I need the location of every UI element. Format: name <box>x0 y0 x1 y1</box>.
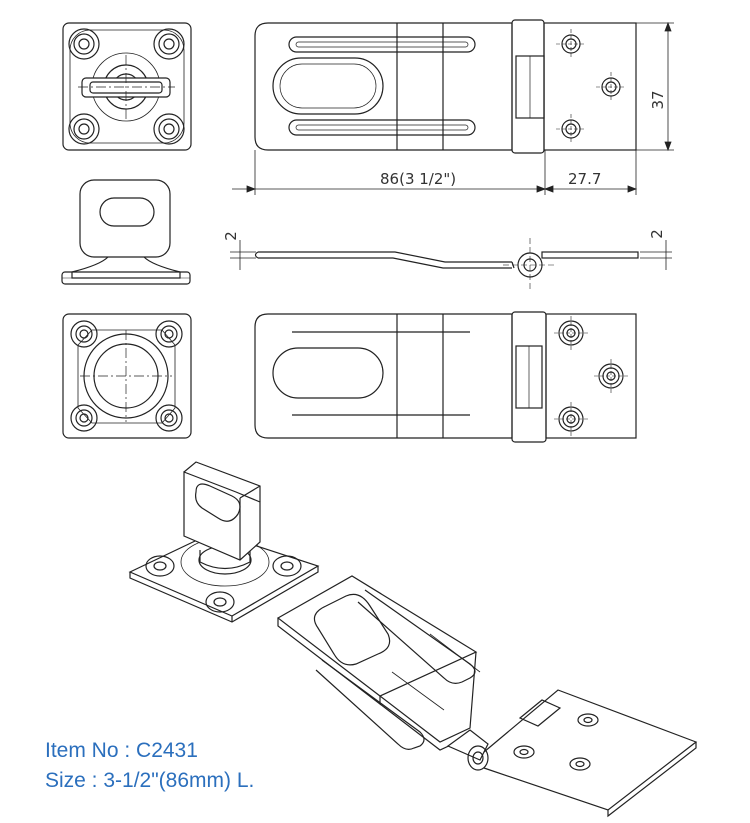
leaf-width-dimension-label: 27.7 <box>568 170 601 188</box>
height-dimension <box>636 21 674 152</box>
screw-hole <box>205 591 235 613</box>
height-dimension-label: 37 <box>649 90 667 109</box>
leaf-screw-hole <box>569 757 591 771</box>
item-number-caption: Item No : C2431 <box>45 739 198 762</box>
length-dimension <box>232 150 638 195</box>
length-dimension-label: 86(3 1/2") <box>380 170 456 188</box>
staple-isometric-view <box>128 461 320 623</box>
screw-hole <box>272 555 302 577</box>
hasp-bottom-view <box>254 311 637 443</box>
leaf-screw-hole <box>513 745 535 759</box>
screw-hole <box>68 113 100 145</box>
screw-hole <box>145 555 175 577</box>
staple-side-view <box>61 179 191 285</box>
thickness-right-label: 2 <box>648 229 666 239</box>
hasp-top-view <box>254 19 637 154</box>
hasp-isometric-view <box>276 575 698 818</box>
screw-hole <box>153 28 185 60</box>
hasp-side-view <box>254 238 639 292</box>
thickness-dimension-left <box>230 240 256 270</box>
thickness-dimension-right <box>640 240 672 270</box>
leaf-screw-hole <box>577 713 599 727</box>
staple-plate-top-view <box>62 22 192 151</box>
thickness-left-label: 2 <box>222 231 240 241</box>
screw-hole <box>153 113 185 145</box>
screw-hole <box>70 404 98 432</box>
screw-hole <box>68 28 100 60</box>
screw-hole <box>155 320 183 348</box>
screw-hole <box>155 404 183 432</box>
size-caption: Size : 3-1/2"(86mm) L. <box>45 769 255 792</box>
screw-hole <box>70 320 98 348</box>
staple-plate-bottom-view <box>62 313 192 439</box>
